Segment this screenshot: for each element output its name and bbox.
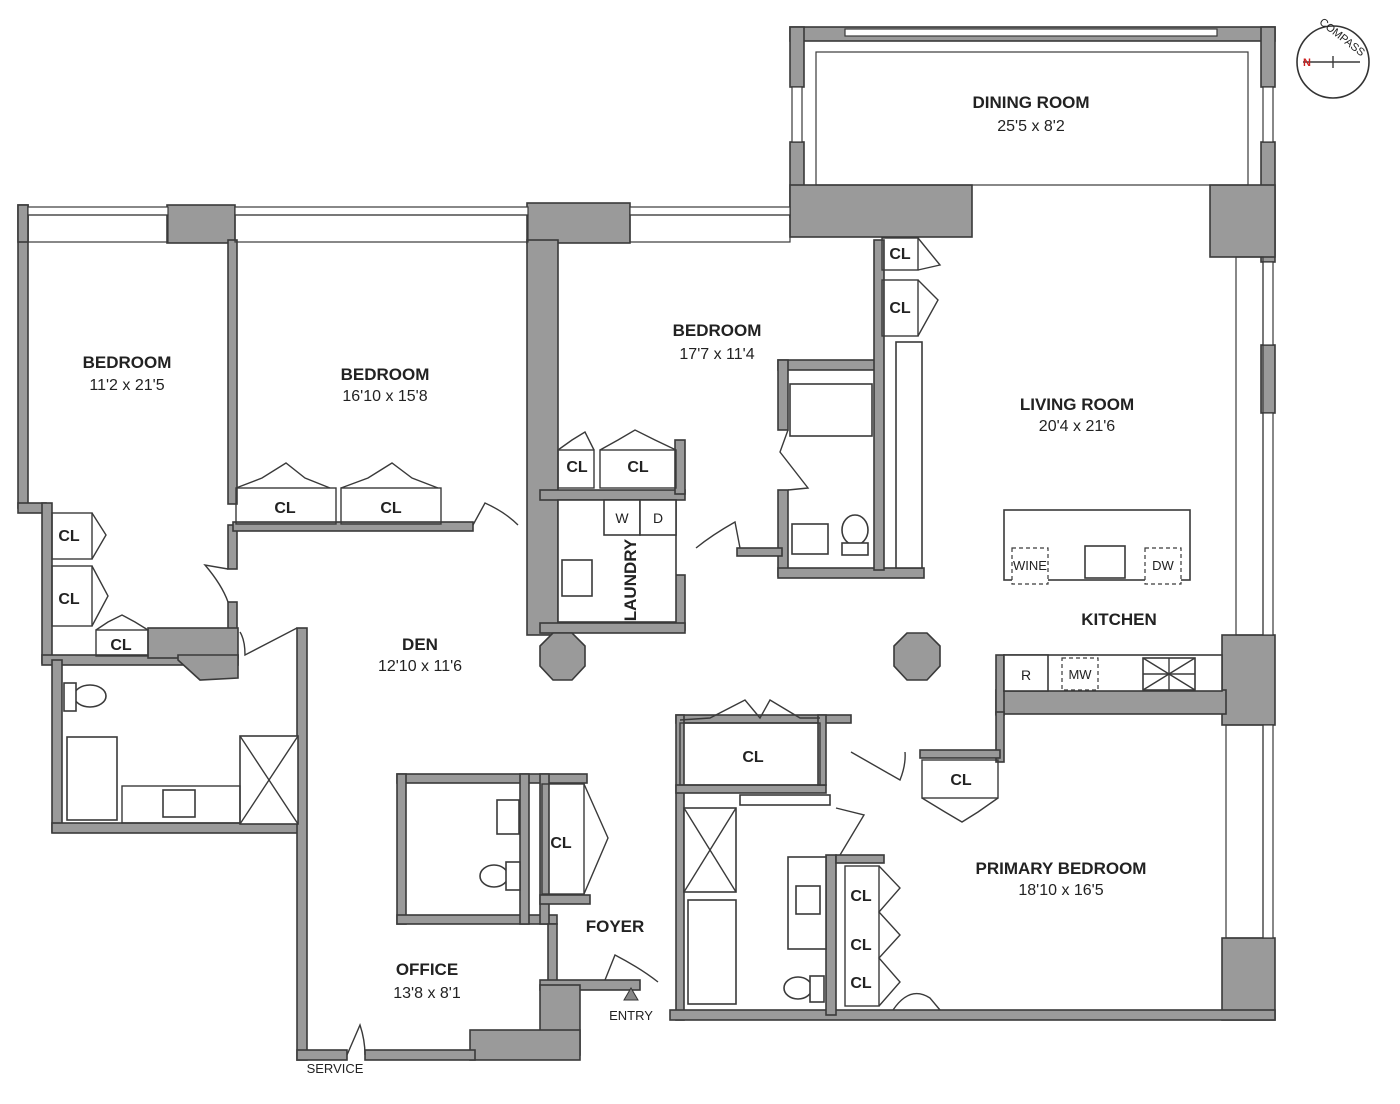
room-dims-living: 20'4 x 21'6 [1039, 418, 1115, 435]
compass-north-label: N [1303, 57, 1311, 69]
microwave-label: MW [1068, 667, 1092, 682]
room-name-bedroom-2: BEDROOM [341, 365, 430, 384]
closet-label: CL [742, 749, 764, 766]
room-dims-dining: 25'5 x 8'2 [997, 118, 1065, 135]
doors [203, 429, 941, 1056]
closet-label: CL [889, 300, 911, 317]
room-name-bedroom-3: BEDROOM [673, 321, 762, 340]
appliance-labels: W D WINE DW R MW [615, 510, 1174, 683]
closet-label: CL [380, 500, 402, 517]
room-dims-primary: 18'10 x 16'5 [1018, 882, 1103, 899]
windows [27, 28, 1274, 939]
closet-label: CL [850, 937, 872, 954]
entry-label: ENTRY [609, 1008, 653, 1023]
room-dims-bedroom-1: 11'2 x 21'5 [89, 377, 164, 394]
dryer-label: D [653, 510, 663, 526]
room-name-living: LIVING ROOM [1020, 395, 1134, 414]
room-dims-den: 12'10 x 11'6 [378, 658, 462, 675]
room-dims-bedroom-3: 17'7 x 11'4 [679, 346, 754, 363]
room-name-laundry: LAUNDRY [621, 538, 640, 621]
washer-label: W [615, 510, 629, 526]
fixtures [63, 341, 1223, 1005]
service-entry-label: SERVICE [307, 1061, 364, 1076]
dishwasher-label: DW [1152, 558, 1174, 573]
room-name-den: DEN [402, 635, 438, 654]
closet-label: CL [566, 459, 588, 476]
room-name-kitchen: KITCHEN [1081, 610, 1157, 629]
refrigerator-label: R [1021, 667, 1031, 683]
room-dims-bedroom-2: 16'10 x 15'8 [342, 388, 427, 405]
closet-label: CL [58, 591, 80, 608]
room-name-foyer: FOYER [586, 917, 645, 936]
room-dims-office: 13'8 x 8'1 [393, 985, 461, 1002]
room-name-office: OFFICE [396, 960, 458, 979]
closet-label: CL [627, 459, 649, 476]
closet-label: CL [274, 500, 296, 517]
closet-label: CL [58, 528, 80, 545]
entry-arrow-icon [623, 987, 639, 1001]
closet-label: CL [110, 637, 132, 654]
room-labels: DINING ROOM 25'5 x 8'2 BEDROOM 11'2 x 21… [83, 93, 1157, 1002]
room-name-dining: DINING ROOM [972, 93, 1089, 112]
closet-label: CL [850, 888, 872, 905]
closet-label: CL [889, 246, 911, 263]
closets [51, 237, 999, 1007]
wine-fridge-label: WINE [1013, 558, 1047, 573]
closet-label: CL [950, 772, 972, 789]
closet-label: CL [850, 975, 872, 992]
entry-labels: ENTRY SERVICE [307, 1008, 654, 1076]
room-name-primary: PRIMARY BEDROOM [976, 859, 1147, 878]
closet-labels: CL CL CL CL CL CL CL CL CL CL CL CL CL C… [58, 246, 972, 992]
closet-label: CL [550, 835, 572, 852]
room-name-bedroom-1: BEDROOM [83, 353, 172, 372]
compass: N COMPASS [1296, 16, 1370, 99]
